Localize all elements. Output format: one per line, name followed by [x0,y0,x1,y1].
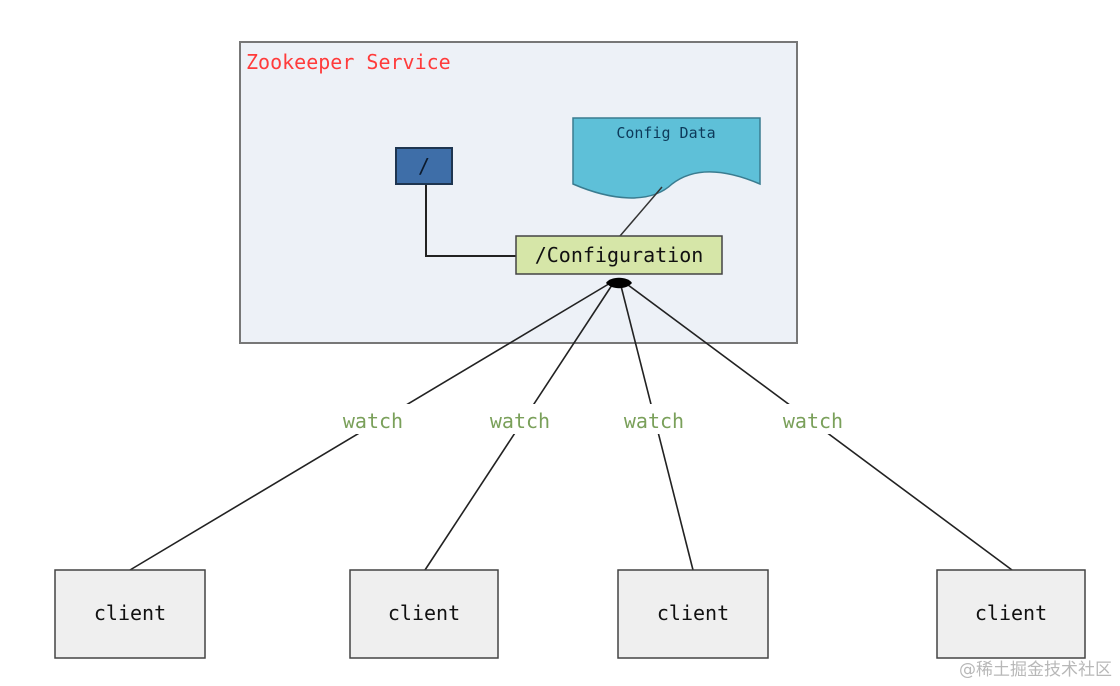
config-data-connector [619,186,663,237]
service-title: Zookeeper Service [246,50,451,74]
client-label-2: client [388,601,460,625]
client-box-2 [349,569,499,659]
client-box-4 [936,569,1086,659]
root-node [395,147,453,185]
watch-label-4: watch [783,409,843,433]
client-box-3 [617,569,769,659]
client-label-3: client [657,601,729,625]
watch-arrowhead [606,277,632,289]
watch-label-3: watch [624,409,684,433]
config-data-label: Config Data [616,124,715,142]
watch-label-1: watch [343,409,403,433]
client-box-1 [54,569,206,659]
configuration-node-label: /Configuration [535,243,704,267]
root-to-configuration-connector [425,185,516,257]
client-label-1: client [94,601,166,625]
configuration-node [515,235,723,275]
zookeeper-service-box [239,41,798,344]
watermark: @稀土掘金技术社区 [959,660,1112,680]
config-data-document [572,117,761,199]
client-label-4: client [975,601,1047,625]
root-node-label: / [418,154,430,178]
watch-label-2: watch [490,409,550,433]
